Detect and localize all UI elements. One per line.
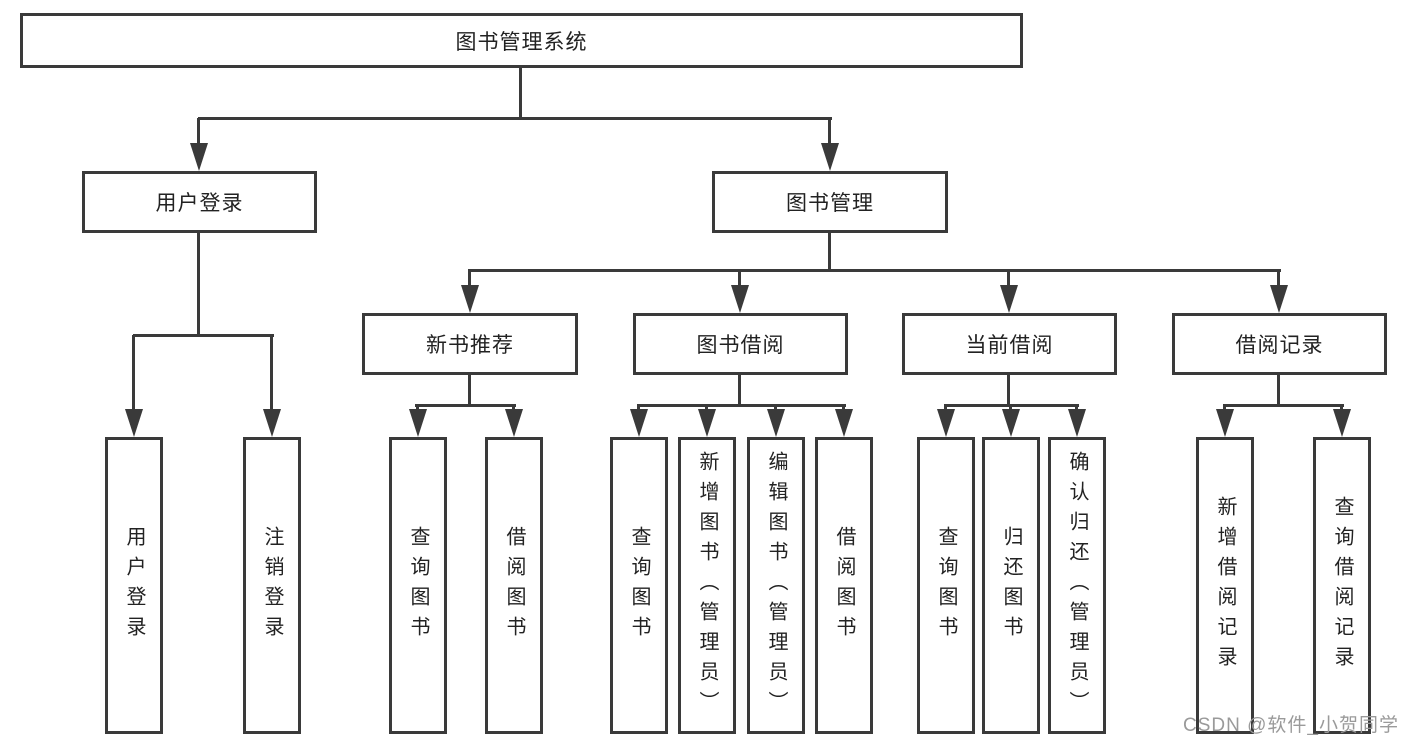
connector-line bbox=[468, 375, 471, 405]
connector-line bbox=[132, 335, 135, 409]
connector-line bbox=[1340, 404, 1343, 411]
arrow-down-icon bbox=[1002, 409, 1020, 437]
arrow-down-icon bbox=[409, 409, 427, 437]
connector-line bbox=[1277, 270, 1280, 286]
connector-line bbox=[1277, 375, 1280, 405]
node-label: 图书管理 bbox=[786, 192, 874, 215]
arrow-down-icon bbox=[1270, 285, 1288, 313]
leaf-user-login: 用户登录 bbox=[105, 437, 163, 734]
connector-line bbox=[519, 68, 522, 118]
arrow-down-icon bbox=[1068, 409, 1086, 437]
leaf-query-books-recommend: 查询图书 bbox=[389, 437, 447, 734]
arrow-down-icon bbox=[731, 285, 749, 313]
leaf-confirm-return-admin: 确认归还（管理员） bbox=[1048, 437, 1106, 734]
leaf-logout: 注销登录 bbox=[243, 437, 301, 734]
node-label: 当前借阅 bbox=[965, 334, 1054, 357]
leaf-label: 查询图书 bbox=[628, 525, 650, 646]
leaf-add-borrow-record: 新增借阅记录 bbox=[1196, 437, 1254, 734]
arrow-down-icon bbox=[505, 409, 523, 437]
connector-line bbox=[512, 404, 515, 411]
leaf-label: 借阅图书 bbox=[503, 525, 525, 646]
node-book-borrowing: 图书借阅 bbox=[633, 313, 848, 375]
leaf-label: 确认归还（管理员） bbox=[1066, 450, 1088, 721]
connector-line bbox=[415, 404, 516, 407]
leaf-label: 编辑图书（管理员） bbox=[765, 450, 787, 721]
connector-line bbox=[197, 118, 200, 143]
node-label: 图书管理系统 bbox=[455, 30, 588, 54]
leaf-label: 归还图书 bbox=[1000, 525, 1022, 646]
connector-line bbox=[637, 404, 640, 411]
arrow-down-icon bbox=[937, 409, 955, 437]
node-label: 图书借阅 bbox=[696, 334, 785, 357]
connector-line bbox=[1007, 375, 1010, 405]
leaf-label: 新增图书（管理员） bbox=[696, 450, 718, 721]
node-library-management-system: 图书管理系统 bbox=[20, 13, 1023, 68]
connector-line bbox=[705, 404, 708, 411]
csdn-watermark: CSDN @软件_小贺同学 bbox=[1183, 715, 1399, 736]
arrow-down-icon bbox=[461, 285, 479, 313]
leaf-label: 新增借阅记录 bbox=[1214, 495, 1236, 676]
connector-line bbox=[944, 404, 947, 411]
connector-line bbox=[1075, 404, 1078, 411]
leaf-label: 用户登录 bbox=[123, 525, 145, 646]
leaf-return-books: 归还图书 bbox=[982, 437, 1040, 734]
arrow-down-icon bbox=[767, 409, 785, 437]
connector-line bbox=[828, 118, 831, 143]
arrow-down-icon bbox=[125, 409, 143, 437]
connector-line bbox=[197, 233, 200, 335]
leaf-borrow-books-recommend: 借阅图书 bbox=[485, 437, 543, 734]
node-user-login-group: 用户登录 bbox=[82, 171, 317, 233]
connector-line bbox=[828, 233, 831, 270]
leaf-edit-books-admin: 编辑图书（管理员） bbox=[747, 437, 805, 734]
arrow-down-icon bbox=[630, 409, 648, 437]
connector-line bbox=[468, 269, 1281, 272]
connector-line bbox=[1223, 404, 1344, 407]
leaf-label: 查询借阅记录 bbox=[1331, 495, 1353, 676]
leaf-query-books-borrow: 查询图书 bbox=[610, 437, 668, 734]
arrow-down-icon bbox=[821, 143, 839, 171]
node-book-management-group: 图书管理 bbox=[712, 171, 948, 233]
connector-line bbox=[738, 270, 741, 286]
connector-line bbox=[270, 335, 273, 409]
node-borrowing-records: 借阅记录 bbox=[1172, 313, 1387, 375]
leaf-label: 查询图书 bbox=[935, 525, 957, 646]
arrow-down-icon bbox=[1000, 285, 1018, 313]
connector-line bbox=[1007, 270, 1010, 286]
arrow-down-icon bbox=[1333, 409, 1351, 437]
connector-line bbox=[1009, 404, 1012, 411]
node-label: 新书推荐 bbox=[426, 334, 514, 357]
connector-line bbox=[842, 404, 845, 411]
connector-line bbox=[468, 270, 471, 286]
arrow-down-icon bbox=[835, 409, 853, 437]
leaf-label: 借阅图书 bbox=[833, 525, 855, 646]
node-label: 借阅记录 bbox=[1235, 334, 1324, 357]
leaf-query-borrow-record: 查询借阅记录 bbox=[1313, 437, 1371, 734]
connector-line bbox=[637, 404, 846, 407]
leaf-borrow-books: 借阅图书 bbox=[815, 437, 873, 734]
node-label: 用户登录 bbox=[155, 192, 244, 215]
connector-line bbox=[774, 404, 777, 411]
connector-line bbox=[1223, 404, 1226, 411]
connector-line bbox=[198, 117, 832, 120]
arrow-down-icon bbox=[1216, 409, 1234, 437]
leaf-label: 查询图书 bbox=[407, 525, 429, 646]
leaf-label: 注销登录 bbox=[261, 525, 283, 646]
node-new-book-recommendation: 新书推荐 bbox=[362, 313, 578, 375]
connector-line bbox=[133, 334, 274, 337]
connector-line bbox=[416, 404, 419, 411]
node-current-borrowing: 当前借阅 bbox=[902, 313, 1117, 375]
leaf-add-books-admin: 新增图书（管理员） bbox=[678, 437, 736, 734]
arrow-down-icon bbox=[698, 409, 716, 437]
leaf-query-books-current: 查询图书 bbox=[917, 437, 975, 734]
arrow-down-icon bbox=[263, 409, 281, 437]
arrow-down-icon bbox=[190, 143, 208, 171]
connector-line bbox=[738, 375, 741, 405]
